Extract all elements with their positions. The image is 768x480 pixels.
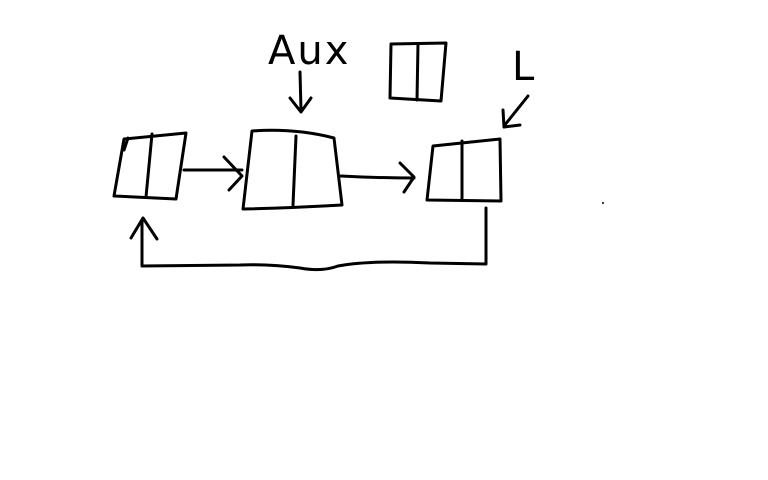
- aux-label: Aux: [268, 28, 350, 74]
- arrow-node1-to-node2: [182, 155, 244, 192]
- stray-dot: [602, 202, 604, 204]
- node-2: [241, 128, 344, 211]
- node-1: [112, 131, 188, 201]
- node-3: [425, 137, 503, 203]
- arrow-node2-to-node3: [339, 161, 416, 194]
- l-pointer-arrow: [501, 94, 530, 129]
- aux-pointer-arrow: [288, 70, 313, 114]
- return-link-node3-to-node1: [129, 206, 488, 272]
- loose-node: [388, 41, 448, 103]
- l-label: L: [512, 44, 536, 90]
